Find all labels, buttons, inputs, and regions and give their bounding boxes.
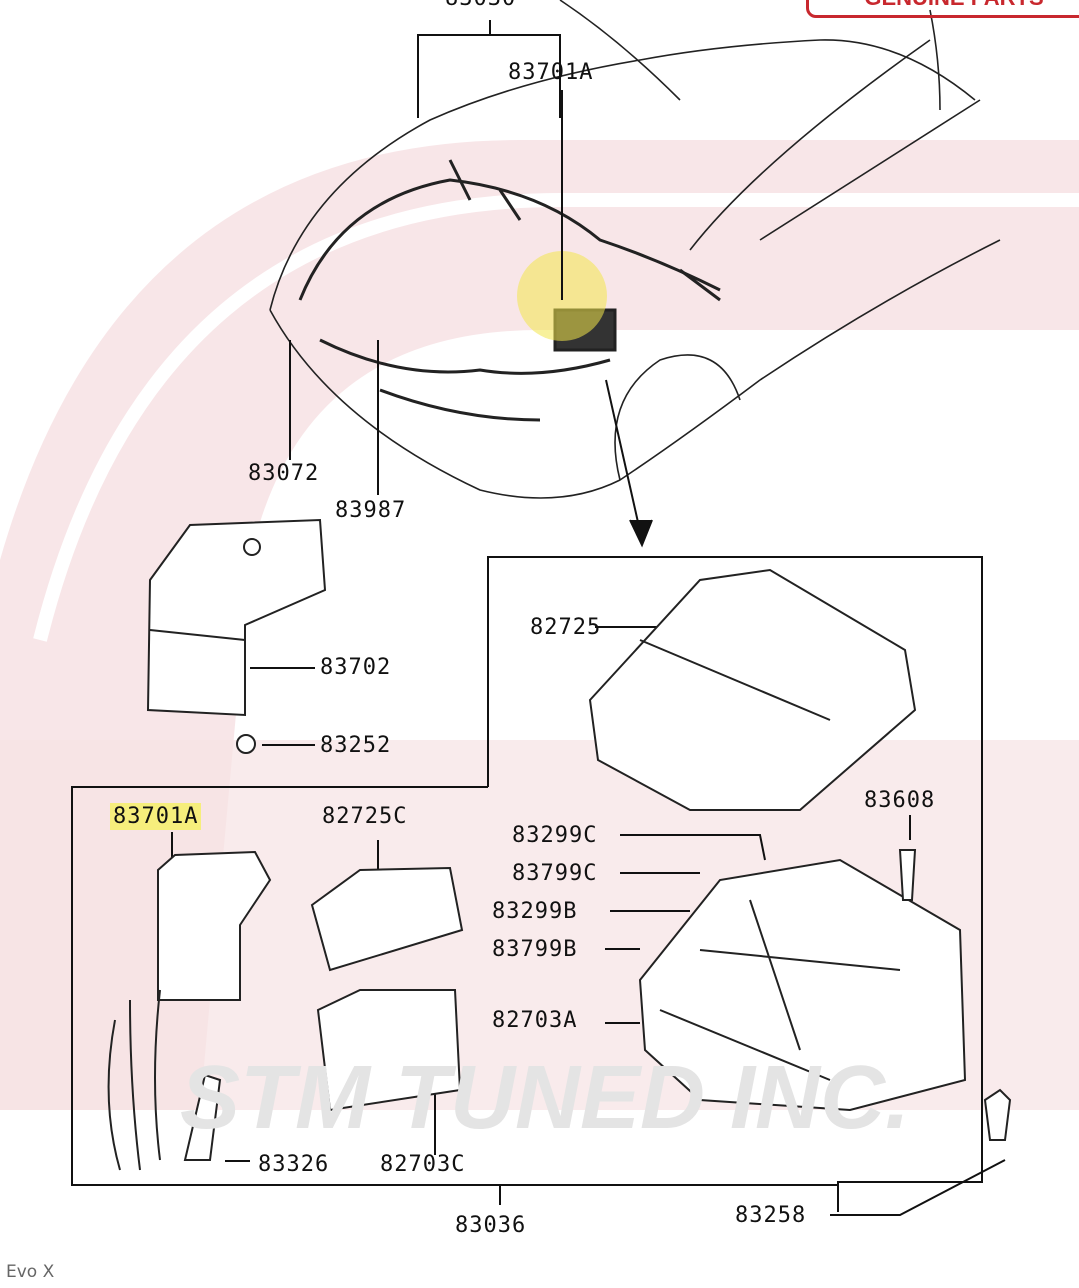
- label-83326[interactable]: 83326: [258, 1152, 330, 1177]
- label-83258[interactable]: 83258: [735, 1203, 807, 1228]
- label-82703A[interactable]: 82703A: [492, 1008, 578, 1033]
- label-83701A-top[interactable]: 83701A: [508, 60, 594, 85]
- label-top-cut: 83030: [445, 0, 516, 10]
- label-83036[interactable]: 83036: [455, 1213, 527, 1238]
- label-83299C[interactable]: 83299C: [512, 823, 598, 848]
- block-82703C: [316, 989, 462, 1112]
- label-83072[interactable]: 83072: [248, 461, 320, 486]
- label-82725[interactable]: 82725: [530, 615, 602, 640]
- image-caption: Evo X: [6, 1262, 55, 1282]
- label-83701A[interactable]: 83701A: [110, 803, 202, 830]
- relay-box-82703A: [638, 858, 967, 1112]
- watermark-text: STM TUNED INC.: [180, 1048, 910, 1148]
- cover-82725: [588, 568, 917, 811]
- label-83299B[interactable]: 83299B: [492, 899, 578, 924]
- parts-illustrations: [107, 518, 1012, 1171]
- genuine-parts-badge: GENUINE PARTS: [806, 0, 1079, 18]
- label-82703C[interactable]: 82703C: [380, 1152, 466, 1177]
- label-83252[interactable]: 83252: [320, 733, 392, 758]
- leader-lines: [71, 20, 1006, 1216]
- label-83702[interactable]: 83702: [320, 655, 392, 680]
- label-82725C[interactable]: 82725C: [322, 804, 408, 829]
- cover-83702: [146, 518, 327, 717]
- label-83608[interactable]: 83608: [864, 788, 936, 813]
- label-83799B[interactable]: 83799B: [492, 937, 578, 962]
- fusible-link-83701A: [157, 850, 272, 1001]
- label-83987[interactable]: 83987: [335, 498, 407, 523]
- label-83799C[interactable]: 83799C: [512, 861, 598, 886]
- cover-82725C: [310, 866, 464, 972]
- highlighted-part-number: 83701A: [110, 803, 202, 830]
